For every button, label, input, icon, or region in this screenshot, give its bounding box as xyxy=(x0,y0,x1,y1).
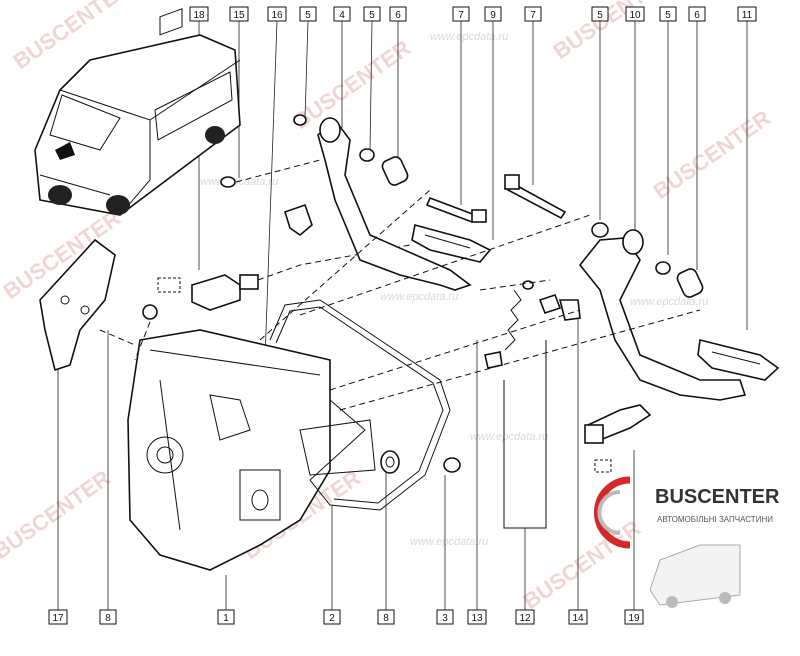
label-text: 12 xyxy=(519,613,531,624)
brake-pedal-10 xyxy=(578,222,780,401)
label-box: 6 xyxy=(389,6,407,160)
gasket-2 xyxy=(269,299,451,511)
spring-assembly xyxy=(484,280,581,529)
label-box: 5 xyxy=(591,6,609,220)
label-box: 14 xyxy=(568,310,588,625)
watermark-epcdata: www.epcdata.ru xyxy=(630,296,708,308)
label-box: 2 xyxy=(323,505,341,625)
label-text: 7 xyxy=(530,10,536,21)
watermark-buscenter: BUSCENTER xyxy=(649,105,776,204)
nut-3 xyxy=(443,457,461,473)
label-box: 17 xyxy=(48,340,68,625)
watermark-buscenter: BUSCENTER xyxy=(549,0,676,64)
label-box: 1 xyxy=(217,575,235,625)
label-text: 5 xyxy=(369,10,375,21)
label-text: 7 xyxy=(458,10,464,21)
label-box: 8 xyxy=(99,330,117,625)
label-text: 4 xyxy=(339,10,345,21)
label-box: 3 xyxy=(436,475,454,625)
label-box: 7 xyxy=(524,6,542,185)
label-text: 14 xyxy=(572,613,584,624)
label-text: 8 xyxy=(383,613,389,624)
watermark-buscenter: BUSCENTER xyxy=(289,35,416,134)
label-box: 13 xyxy=(467,340,487,625)
label-box: 16 xyxy=(264,6,287,361)
label-text: 17 xyxy=(52,613,64,624)
watermark-epcdata: www.epcdata.ru xyxy=(430,31,508,43)
pedal-box-housing xyxy=(127,304,376,571)
label-text: 6 xyxy=(395,10,401,21)
assembly-lines xyxy=(259,189,701,411)
label-text: 16 xyxy=(271,10,283,21)
label-text: 5 xyxy=(597,10,603,21)
label-box: 9 xyxy=(484,6,502,240)
switch-18 xyxy=(157,244,411,311)
watermark-epcdata: www.epcdata.ru xyxy=(200,176,278,188)
bottom-labels: 17 8 1 2 8 3 13 12 14 19 xyxy=(48,310,644,625)
label-text: 18 xyxy=(193,10,205,21)
label-box: 12 xyxy=(515,528,535,625)
screw-15 xyxy=(220,159,321,188)
label-box: 5 xyxy=(299,6,317,119)
label-text: 5 xyxy=(305,10,311,21)
label-box: 7 xyxy=(452,6,470,205)
label-text: 13 xyxy=(471,613,483,624)
buscenter-logo: BUSCENTER АВТОМОБІЛЬНІ ЗАПЧАСТИНИ xyxy=(594,476,780,608)
rod-7-a xyxy=(425,196,487,224)
top-labels: 18 15 16 5 4 5 6 7 9 7 5 10 5 6 11 xyxy=(189,6,757,361)
label-text: 1 xyxy=(223,613,229,624)
van-sketch xyxy=(649,544,741,608)
rod-7-b xyxy=(504,174,567,220)
label-text: 9 xyxy=(490,10,496,21)
label-box: 19 xyxy=(624,450,644,625)
label-box: 5 xyxy=(363,6,381,153)
sensor-19 xyxy=(584,404,652,473)
label-box: 10 xyxy=(625,6,645,240)
label-text: 19 xyxy=(628,613,640,624)
label-box: 4 xyxy=(333,6,351,128)
label-text: 2 xyxy=(329,613,335,624)
clutch-pedal-4 xyxy=(293,114,492,291)
label-text: 10 xyxy=(629,10,641,21)
label-text: 6 xyxy=(694,10,700,21)
label-box: 6 xyxy=(688,6,706,270)
van-illustration xyxy=(34,8,241,216)
bushing-8 xyxy=(380,450,400,474)
label-text: 8 xyxy=(105,613,111,624)
label-box: 8 xyxy=(377,470,395,625)
label-text: 15 xyxy=(233,10,245,21)
logo-tagline: АВТОМОБІЛЬНІ ЗАПЧАСТИНИ xyxy=(657,515,773,524)
watermark-epcdata: www.epcdata.ru xyxy=(470,431,548,443)
clip-16 xyxy=(284,203,313,237)
bracket-17 xyxy=(39,238,136,372)
label-text: 5 xyxy=(665,10,671,21)
label-text: 11 xyxy=(742,10,753,21)
label-box: 11 xyxy=(737,6,757,330)
label-text: 3 xyxy=(442,613,448,624)
logo-brand: BUSCENTER xyxy=(655,486,780,508)
label-box: 5 xyxy=(659,6,677,255)
watermark-epcdata: www.epcdata.ru xyxy=(410,536,488,548)
watermark-epcdata: www.epcdata.ru xyxy=(380,291,458,303)
watermark-buscenter: BUSCENTER xyxy=(519,515,646,614)
watermark-buscenter: BUSCENTER xyxy=(0,465,115,564)
